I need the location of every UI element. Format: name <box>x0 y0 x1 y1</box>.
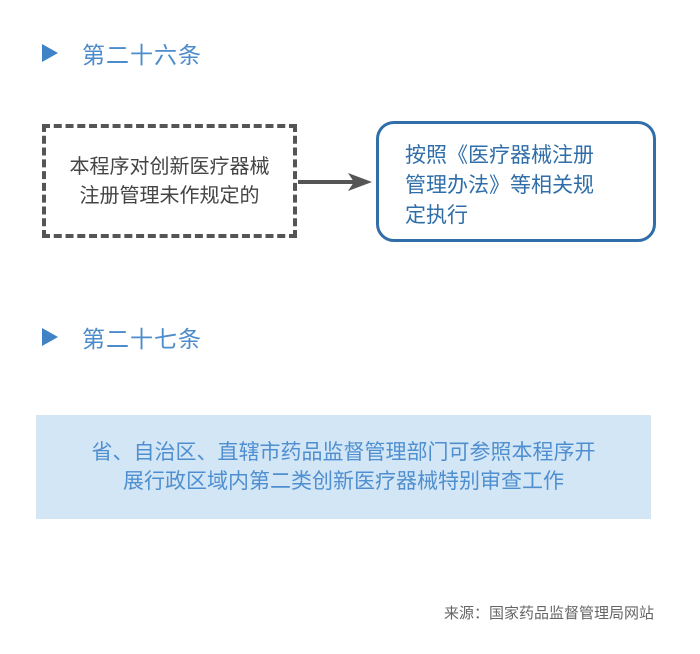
result-line-3: 定执行 <box>405 203 468 227</box>
section-heading-26: 第二十六条 <box>42 36 202 70</box>
result-box: 按照《医疗器械注册 管理办法》等相关规 定执行 <box>376 121 656 242</box>
section-title: 第二十七条 <box>82 327 202 353</box>
condition-line-2: 注册管理未作规定的 <box>79 183 260 207</box>
triangle-bullet-icon <box>42 328 58 346</box>
arrow-right-icon <box>298 173 372 191</box>
note-line-1: 省、自治区、直辖市药品监督管理部门可参照本程序开 <box>91 440 596 464</box>
triangle-bullet-icon <box>42 44 58 62</box>
result-line-2: 管理办法》等相关规 <box>405 173 594 197</box>
section-title: 第二十六条 <box>82 43 202 69</box>
section-heading-27: 第二十七条 <box>42 320 202 354</box>
result-line-1: 按照《医疗器械注册 <box>405 143 594 167</box>
source-caption: 来源：国家药品监督管理局网站 <box>443 604 654 622</box>
note-line-2: 展行政区域内第二类创新医疗器械特别审查工作 <box>123 469 564 493</box>
note-box: 省、自治区、直辖市药品监督管理部门可参照本程序开 展行政区域内第二类创新医疗器械… <box>36 415 651 519</box>
condition-line-1: 本程序对创新医疗器械 <box>69 154 270 178</box>
condition-box: 本程序对创新医疗器械 注册管理未作规定的 <box>42 124 297 238</box>
